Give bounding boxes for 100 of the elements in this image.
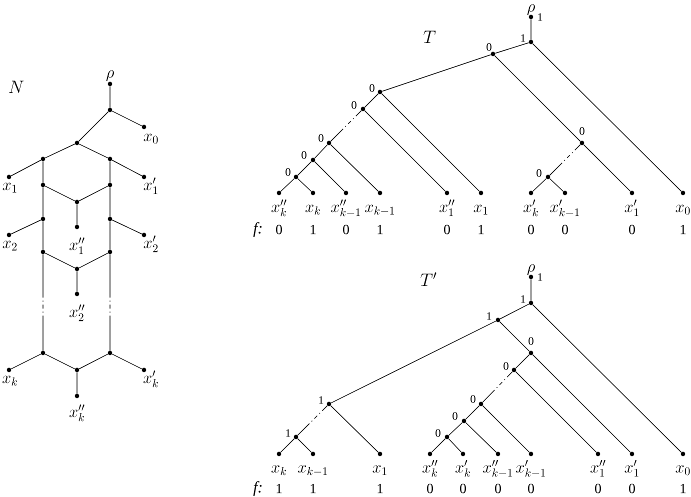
- branch-line: [330, 405, 379, 453]
- branch-line: [44, 186, 76, 202]
- vertex-label: $x'_1$: [624, 460, 638, 477]
- branch-line: [381, 93, 480, 192]
- vertex-value: 0: [452, 412, 458, 420]
- branch-line: [314, 144, 328, 159]
- branch-line: [532, 178, 547, 192]
- branch-line: [76, 372, 78, 394]
- branch-line: [297, 438, 312, 453]
- vertex-label: $\rho$: [106, 70, 114, 82]
- branch-line: [10, 354, 42, 370]
- branch-line: [78, 186, 108, 202]
- vertex-value: 1: [276, 484, 282, 494]
- branch-line: [76, 204, 78, 225]
- branch-line: [297, 161, 312, 176]
- vertex-value: 0: [470, 395, 476, 403]
- branch-line: [494, 55, 581, 142]
- branch-line: [330, 110, 362, 142]
- vertex-label: $x'_{k-1}$: [516, 460, 545, 477]
- branch-line: [78, 354, 108, 370]
- branch-line: [549, 144, 581, 176]
- vertex-label: $x'_k$: [523, 200, 538, 216]
- vertex-value: 0: [436, 429, 440, 437]
- branch-line: [530, 279, 532, 301]
- vertex-value: 1: [521, 295, 526, 303]
- branch-line: [112, 220, 142, 234]
- branch-line: [500, 304, 530, 320]
- vertex-value: 0: [536, 169, 542, 177]
- vertex-label: $x''_k$: [422, 460, 438, 477]
- vertex-value: 0: [595, 484, 601, 494]
- branch-line: [44, 252, 76, 268]
- vertex-label: $x_1$: [474, 204, 488, 214]
- branch-line: [44, 144, 76, 158]
- vertex-value: 1: [487, 312, 492, 320]
- vertex-label: $x''_1$: [590, 460, 606, 477]
- vertex-label: $x'_2$: [144, 236, 158, 252]
- vertex-value: 0: [528, 337, 534, 345]
- branch-line: [42, 161, 44, 183]
- vertex-label: $\rho$: [527, 264, 535, 276]
- branch-line: [532, 304, 682, 453]
- vertex-value: 0: [528, 484, 534, 494]
- branch-line: [382, 54, 492, 92]
- vertex-label: $x_0$: [676, 204, 690, 215]
- vertex-value: 0: [504, 362, 508, 370]
- vertex-value: 0: [352, 101, 356, 109]
- branch-line: [583, 144, 631, 192]
- vertex-label: $x''_{k-1}$: [483, 460, 512, 477]
- vertex-label: $x_1$: [372, 465, 386, 475]
- branch-line: [297, 178, 312, 192]
- branch-line: [465, 422, 497, 453]
- vertex-value: 0: [343, 224, 349, 234]
- branch-line: [112, 354, 142, 370]
- vertex-value: 0: [460, 484, 466, 494]
- vertex-value: 1: [521, 34, 526, 42]
- vertex-label: $x''_k$: [271, 200, 286, 216]
- vertex-value: 0: [302, 151, 306, 159]
- branch-line: [42, 254, 44, 351]
- branch-line: [431, 438, 446, 453]
- branch-line: [482, 405, 530, 453]
- branch-line: [314, 161, 345, 192]
- vertex-label: $x_0$: [676, 465, 690, 476]
- vertex-value: 1: [310, 484, 316, 494]
- vertex-label: $x'_1$: [624, 200, 638, 216]
- vertex-value: 1: [538, 273, 542, 281]
- branch-line: [10, 220, 42, 234]
- branch-line: [78, 111, 109, 142]
- branch-line: [448, 438, 462, 453]
- panel-title: $T$: [424, 30, 436, 43]
- vertex-value: 0: [286, 168, 290, 176]
- vertex-label: $x_2$: [2, 240, 17, 250]
- branch-line: [482, 371, 513, 403]
- branch-line: [42, 221, 44, 250]
- vertex-label: $x_{k-1}$: [298, 465, 327, 476]
- vertex-value: 0: [370, 84, 374, 92]
- row-label: f:: [253, 481, 262, 496]
- vertex-value: 0: [276, 224, 282, 234]
- vertex-label: $x''_1$: [439, 200, 454, 216]
- vertex-value: 0: [495, 484, 501, 494]
- branch-line: [297, 405, 328, 436]
- vertex-label: $x''_2$: [69, 304, 84, 322]
- vertex-label: $x_0$: [144, 134, 158, 144]
- vertex-label: $x_1$: [2, 182, 16, 192]
- branch-line: [76, 271, 78, 292]
- vertex-value: 1: [478, 224, 484, 234]
- branch-line: [78, 252, 108, 268]
- vertex-value: 1: [378, 484, 383, 494]
- branch-line: [499, 321, 530, 352]
- vertex-value: 1: [538, 13, 542, 21]
- vertex-label: $x'_{k-1}$: [550, 200, 579, 216]
- branch-line: [280, 438, 295, 453]
- vertex-label: $x_k$: [305, 204, 320, 215]
- vertex-label: $x''_1$: [69, 238, 84, 254]
- vertex-label: $x'_k$: [143, 370, 158, 388]
- branch-line: [494, 42, 530, 54]
- vertex-value: 1: [319, 396, 324, 404]
- branch-line: [280, 178, 295, 192]
- vertex-label: $x_{k-1}$: [365, 204, 394, 215]
- vertex-value: 0: [629, 224, 635, 234]
- vertex-value: 1: [680, 484, 686, 494]
- vertex-label: $x_k$: [2, 376, 18, 386]
